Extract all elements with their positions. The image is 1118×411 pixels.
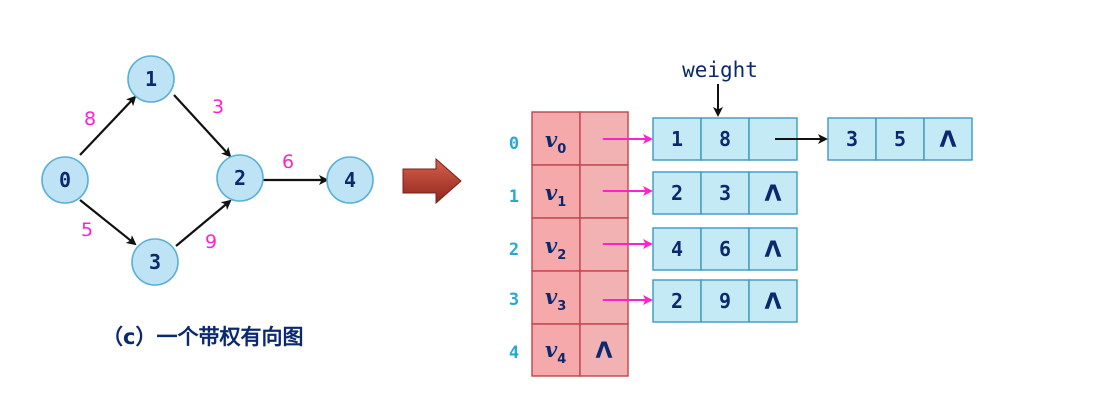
edge-node-2-0: 4 6 Λ [652,227,798,271]
edge-1-2 [173,94,232,158]
adjvex-value: 4 [671,237,683,261]
graph-node-0: 0 [41,156,89,204]
adjvex-value: 1 [671,127,683,151]
weight-value: 9 [719,289,731,313]
node-label-4: 4 [344,168,356,192]
edge-0-3 [79,199,137,246]
vertex-firstedge-3 [579,270,629,325]
weight-label-2-4: 6 [282,151,294,173]
vertex-table: 0 v0 1 v1 2 v2 3 v3 4 v4 Λ [509,111,629,377]
weight-label-0-3: 5 [81,219,93,241]
weight-cell [700,171,750,215]
weight-annotation: weight [682,58,758,82]
transform-arrow-icon [402,157,462,205]
graph-node-3: 3 [131,238,179,286]
weight-value: 6 [719,237,731,261]
adjvex-cell [652,279,702,323]
vertex-index-0: 0 [509,134,519,154]
adjacency-list: 0 v0 1 v1 2 v2 3 v3 4 v4 Λ [509,58,973,377]
edge-3-2 [175,199,232,247]
vertex-label-0: v0 [545,127,566,157]
weight-label-0-1: 8 [84,108,96,130]
next-cell [923,117,973,161]
next-cell [748,171,798,215]
vertex-firstedge-4 [579,323,629,377]
weight-label-1-2: 3 [212,96,224,118]
vertex-index-1: 1 [509,187,519,207]
null-symbol: Λ [764,290,781,315]
weight-value: 8 [719,127,731,151]
weight-label-3-2: 9 [205,231,217,253]
adjvex-cell [652,227,702,271]
vertex-cell-3 [531,270,581,325]
node-label-1: 1 [145,67,157,91]
vertex-index-3: 3 [509,290,519,310]
vertex-label-4: v4 [545,337,566,367]
adjvex-value: 2 [671,289,683,313]
vertex-cell-4 [531,323,581,377]
weight-value: 3 [719,181,731,205]
adjvex-cell [652,117,702,161]
graph-caption: （c）一个带权有向图 [102,325,303,349]
edge-0-1 [79,95,137,156]
vertex-null-4: Λ [595,339,612,364]
next-cell [748,279,798,323]
adjvex-value: 2 [671,181,683,205]
null-symbol: Λ [764,182,781,207]
edge-node-1-0: 2 3 Λ [652,171,798,215]
graph-node-1: 1 [127,55,175,103]
graph-node-4: 4 [326,156,374,204]
vertex-cell-1 [531,164,581,219]
edge-node-0-1: 3 5 Λ [827,117,973,161]
edge-node-3-0: 2 9 Λ [652,279,798,323]
null-symbol: Λ [764,238,781,263]
vertex-label-3: v3 [545,284,566,314]
graph-node-2: 2 [216,154,264,202]
next-cell [748,227,798,271]
weight-cell [700,227,750,271]
vertex-label-1: v1 [545,180,566,210]
node-label-0: 0 [59,168,71,192]
adjvex-value: 3 [846,127,858,151]
weight-value: 5 [894,127,906,151]
null-symbol: Λ [939,128,956,153]
vertex-label-2: v2 [545,233,566,263]
node-label-2: 2 [234,166,246,190]
weight-cell [875,117,925,161]
vertex-index-2: 2 [509,240,519,260]
graph: 8 5 3 9 6 0 1 2 3 4 （c）一个带权有向图 [41,55,374,349]
weight-cell [700,279,750,323]
vertex-index-4: 4 [509,343,519,363]
node-label-3: 3 [149,250,161,274]
